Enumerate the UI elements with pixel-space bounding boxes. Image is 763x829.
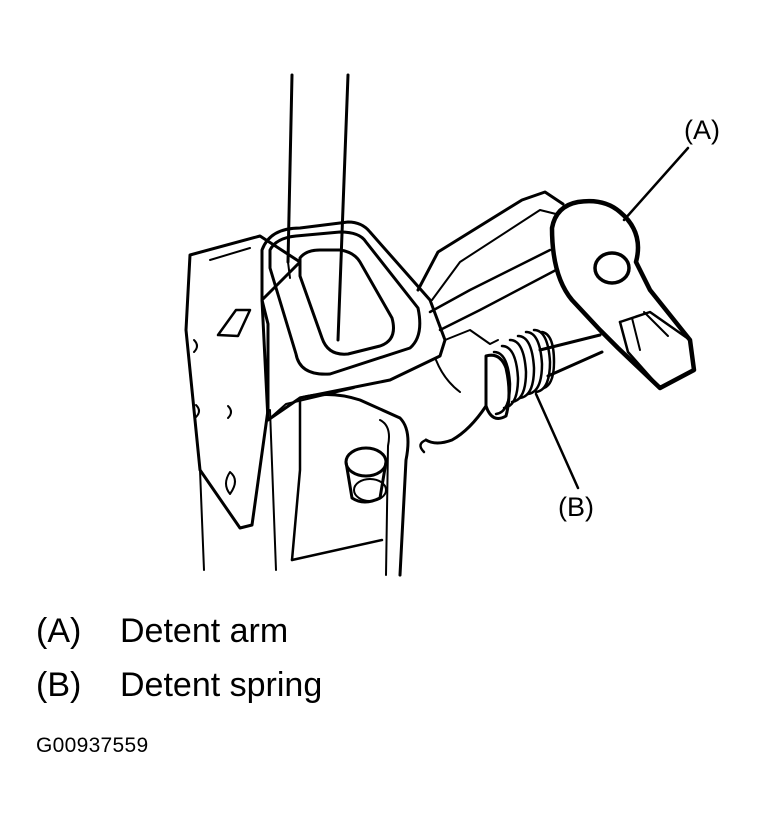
detent-spring <box>419 328 604 454</box>
legend: (A) Detent arm (B) Detent spring <box>36 612 322 720</box>
legend-row-b: (B) Detent spring <box>36 666 322 720</box>
legend-key: (A) <box>36 612 82 650</box>
legend-key: (B) <box>36 666 82 704</box>
bracket-top <box>260 220 447 562</box>
detent-mechanism-illustration <box>184 73 697 577</box>
bracket-plate <box>184 234 302 571</box>
legend-text: Detent arm <box>120 612 289 650</box>
leader-line-a <box>622 146 690 222</box>
shaft <box>286 73 350 342</box>
legend-text: Detent spring <box>120 666 323 704</box>
callout-b-label: (B) <box>558 492 594 522</box>
front-plate <box>298 393 410 577</box>
lever-arm <box>416 190 565 393</box>
callout-a-label: (A) <box>684 115 720 145</box>
figure-id: G00937559 <box>36 734 149 757</box>
detent-arm <box>549 198 697 391</box>
leader-line-b <box>534 392 580 490</box>
legend-row-a: (A) Detent arm <box>36 612 322 666</box>
